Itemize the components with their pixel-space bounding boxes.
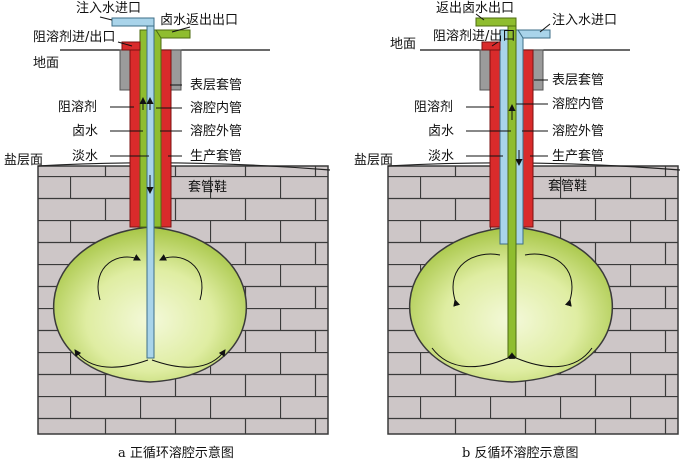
salt-surface-line [37,162,331,171]
blanket-annulus-right [160,49,172,228]
blanket-annulus-left [129,49,141,228]
inject-inlet-pipe [111,17,155,27]
label-salt-surface: 盐层面 [354,153,393,168]
label-ground: 地面 [390,37,416,52]
cavern-flow-arrow [452,253,501,307]
label-production-casing: 生产套管 [190,148,242,164]
label-fresh-water: 淡水 [428,149,454,164]
label-casing-shoe: 套管鞋 [548,178,587,194]
panel-a: 注入水进口 卤水返出出口 阻溶剂进/出口 地面 表层套管 阻溶剂 溶腔内管 卤水… [4,1,331,461]
label-outer-tube: 溶腔外管 [190,124,242,139]
label-blanket-inlet: 阻溶剂进/出口 [433,29,515,44]
cavern-flow-arrow [151,349,226,368]
label-brine: 卤水 [72,123,98,139]
brine-outlet-pipe [475,17,517,27]
label-casing-shoe: 套管鞋 [188,179,227,195]
label-inner-tube: 溶腔内管 [190,100,242,116]
label-blanket: 阻溶剂 [414,100,453,115]
cavern-flow-arrow [431,347,515,368]
cavern-flow-arrow [97,254,141,301]
label-surface-casing: 表层套管 [552,72,604,88]
label-blanket-inlet: 阻溶剂进/出口 [33,30,115,45]
label-brine: 卤水 [428,123,454,139]
label-surface-casing: 表层套管 [190,77,242,93]
cavern-flow-arrow [509,347,593,368]
label-brine-outlet: 卤水返出出口 [160,12,238,28]
label-brine-outlet: 返出卤水出口 [436,0,514,16]
blanket-annulus-right [522,49,534,228]
cavern-flow-arrow [74,349,149,368]
label-inject-inlet: 注入水进口 [552,13,617,28]
label-production-casing: 生产套管 [552,148,604,164]
blanket-annulus-left [489,49,501,228]
label-blanket: 阻溶剂 [58,100,97,115]
caption-a: a 正循环溶腔示意图 [118,445,234,461]
inner-tube [507,21,517,359]
label-fresh-water: 淡水 [72,149,98,164]
label-salt-surface: 盐层面 [4,153,43,168]
cavern-flow-arrow [159,254,203,301]
brine-outlet-pipe [155,29,191,39]
cavern-flow-arrow [524,253,573,307]
label-outer-tube: 溶腔外管 [552,124,604,139]
label-inject-inlet: 注入水进口 [76,1,141,16]
panel-b: 返出卤水出口 注入水进口 阻溶剂进/出口 地面 表层套管 溶腔内管 阻溶剂 卤水… [354,0,681,461]
inject-inlet-pipe [517,29,551,39]
label-inner-tube: 溶腔内管 [552,96,604,112]
caption-b: b 反循环溶腔示意图 [462,445,578,461]
label-ground: 地面 [33,56,59,71]
